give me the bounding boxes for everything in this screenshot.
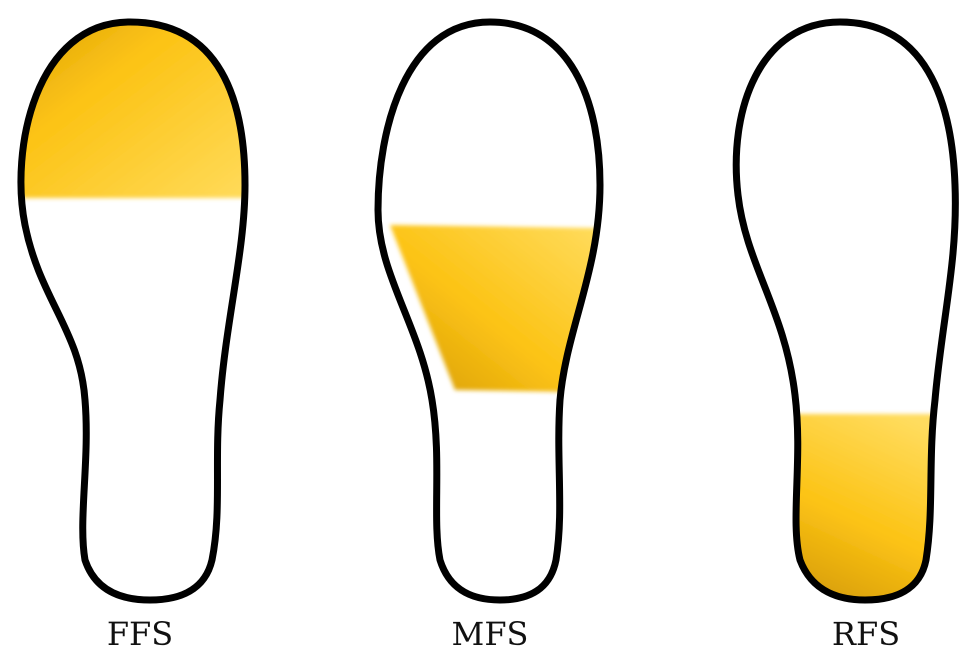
label-mfs: MFS [452,615,529,653]
contact-area-forefoot [0,0,262,198]
sole-rfs: RFS [736,22,955,653]
sole-mfs: MFS [378,22,600,653]
sole-ffs: FFS [0,0,262,653]
label-ffs: FFS [107,615,173,653]
contact-area-rearfoot [780,414,950,614]
label-rfs: RFS [832,615,900,653]
